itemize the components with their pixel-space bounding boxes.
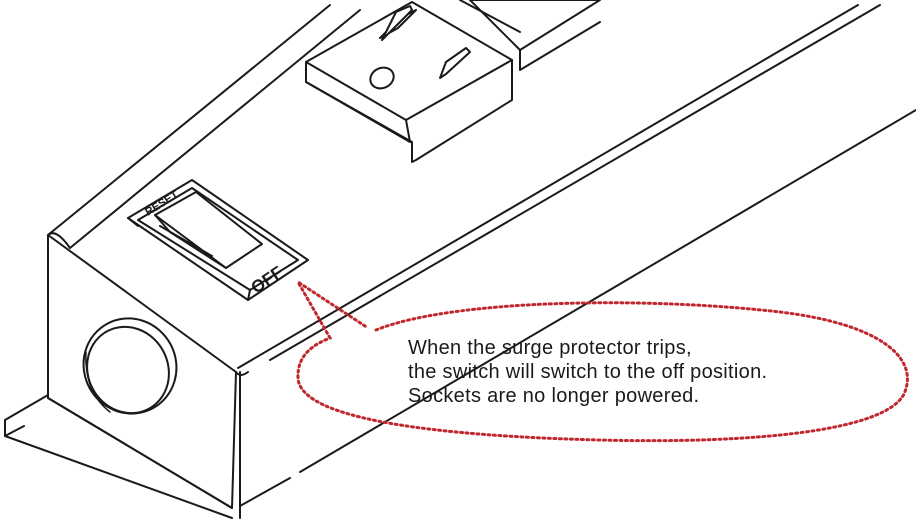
callout-line: the switch will switch to the off positi… <box>408 361 768 383</box>
outlet-socket <box>305 1 513 163</box>
outlet-socket-2 <box>459 0 601 71</box>
callout-text: When the surge protector trips, the swit… <box>408 336 878 408</box>
rocker-switch[interactable]: RESET OFF <box>127 179 309 301</box>
callout-line: When the surge protector trips, <box>408 337 692 359</box>
base-plate <box>4 394 241 519</box>
strip-body <box>47 4 916 507</box>
callout-bubble <box>296 280 909 443</box>
knob <box>82 317 178 415</box>
callout-line: Sockets are no longer powered. <box>408 385 700 407</box>
